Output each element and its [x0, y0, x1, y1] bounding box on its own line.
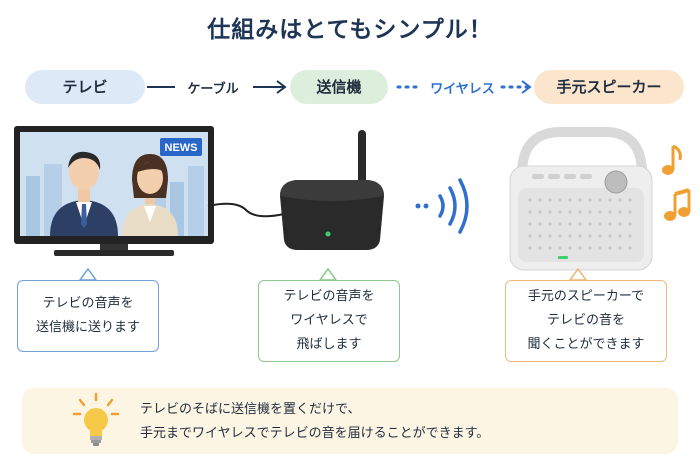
wireless-arrow: [396, 80, 532, 94]
tip-line-2: 手元までワイヤレスでテレビの音を届けることができます。: [140, 426, 490, 441]
tv-callout-pointer: [78, 267, 98, 281]
news-badge: NEWS: [165, 142, 198, 154]
speaker-illustration: [509, 127, 653, 271]
transmitter-pill: 送信機: [290, 70, 388, 104]
transmitter-callout-line-1: テレビの音声を: [283, 289, 375, 304]
tv-callout-line-1: テレビの音声を: [42, 296, 134, 311]
cable-wire: [207, 202, 285, 218]
wireless-label: ワイヤレス: [430, 82, 495, 97]
tip-text: テレビのそばに送信機を置くだけで、 手元までワイヤレスでテレビの音を届けることが…: [140, 398, 489, 446]
tip-box: [22, 388, 678, 454]
speaker-callout-line-3: 聞くことができます: [527, 337, 645, 352]
cable-label: ケーブル: [187, 82, 239, 97]
wireless-waves-icon: [415, 178, 469, 234]
transmitter-callout-line-2: ワイヤレスで: [290, 313, 368, 328]
tv-pill: テレビ: [25, 70, 145, 104]
speaker-label: 手元スピーカー: [556, 78, 662, 96]
tv-callout: テレビの音声を 送信機に送ります: [17, 280, 159, 352]
transmitter-callout-pointer: [318, 267, 338, 281]
cable-arrow: [147, 80, 287, 94]
speaker-callout: 手元のスピーカーで テレビの音を 聞くことができます: [505, 280, 667, 362]
speaker-callout-line-1: 手元のスピーカーで: [527, 289, 645, 304]
transmitter-label: 送信機: [316, 78, 362, 96]
transmitter-callout: テレビの音声を ワイヤレスで 飛ばします: [258, 280, 400, 362]
speaker-callout-pointer: [568, 267, 588, 281]
tv-callout-line-2: 送信機に送ります: [35, 320, 140, 335]
transmitter-illustration: [280, 130, 384, 250]
transmitter-callout-line-3: 飛ばします: [296, 337, 362, 352]
music-note-icon: [662, 144, 691, 221]
page-title: 仕組みはとてもシンプル！: [207, 17, 493, 43]
lightbulb-icon: [72, 392, 120, 446]
tv-illustration: NEWS: [14, 126, 214, 256]
speaker-pill: 手元スピーカー: [534, 70, 684, 104]
speaker-callout-line-2: テレビの音を: [546, 313, 625, 328]
tv-label: テレビ: [62, 78, 108, 96]
tip-line-1: テレビのそばに送信機を置くだけで、: [140, 402, 361, 417]
